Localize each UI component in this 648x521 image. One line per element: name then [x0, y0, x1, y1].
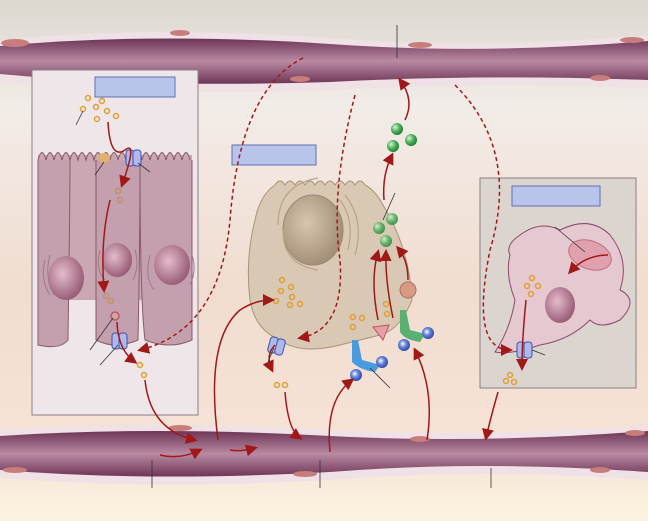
hepcidin-secreted [387, 123, 417, 152]
nucleus [48, 256, 84, 300]
iron-flow-arrows [97, 77, 609, 460]
dcytb-icon [98, 153, 110, 163]
leader-lines [75, 25, 586, 488]
macrophage-panel [479, 177, 637, 389]
dietary-iron-dots [79, 94, 120, 123]
nucleus [102, 243, 132, 277]
hfe-icon [372, 324, 390, 342]
hepatocyte-iron [272, 276, 391, 389]
hepcidin-intracellular [373, 213, 417, 299]
nucleus [545, 287, 575, 323]
enterocyte-panel [31, 69, 199, 416]
transferrin-receptor-1-blue [350, 340, 388, 381]
nucleus [154, 245, 190, 285]
transferrin-receptor-1-green [398, 310, 434, 351]
hepcidin-feedback-arrows [137, 57, 513, 356]
